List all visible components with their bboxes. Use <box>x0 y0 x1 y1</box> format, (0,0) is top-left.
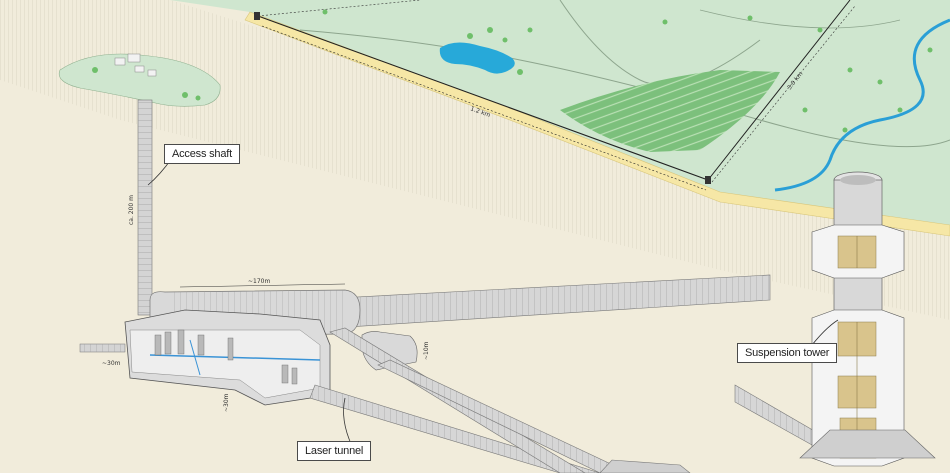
trees <box>322 9 933 133</box>
river <box>774 18 950 192</box>
road-1 <box>299 29 950 148</box>
cavern-depth: ~30m <box>223 393 230 412</box>
shaft-depth: ca. 200 m <box>128 195 135 225</box>
underground-lab: ~30m ~30m <box>102 309 331 412</box>
tunnel-height: ~10m <box>423 341 430 360</box>
cavern-width: ~30m <box>102 360 121 367</box>
laser-tunnel-arms <box>309 327 691 473</box>
lake <box>439 42 515 74</box>
laser-tunnel-label: Laser tunnel <box>297 441 372 461</box>
surface-facility <box>58 53 221 107</box>
farm-field <box>560 70 780 152</box>
surface-terrain <box>170 0 950 225</box>
pipe-left <box>79 343 126 353</box>
road-2 <box>559 0 761 86</box>
suspension-tower-label: Suspension tower <box>737 343 838 363</box>
rock-strata <box>0 0 950 320</box>
sand-band <box>244 11 950 237</box>
surface-arms: 1.2 km 3.0 km <box>254 0 856 191</box>
access-shaft-label: Access shaft <box>164 144 240 164</box>
access-shaft: ca. 200 m <box>128 99 153 316</box>
road-3 <box>699 9 901 29</box>
cavern-length: ~170m <box>248 278 270 285</box>
